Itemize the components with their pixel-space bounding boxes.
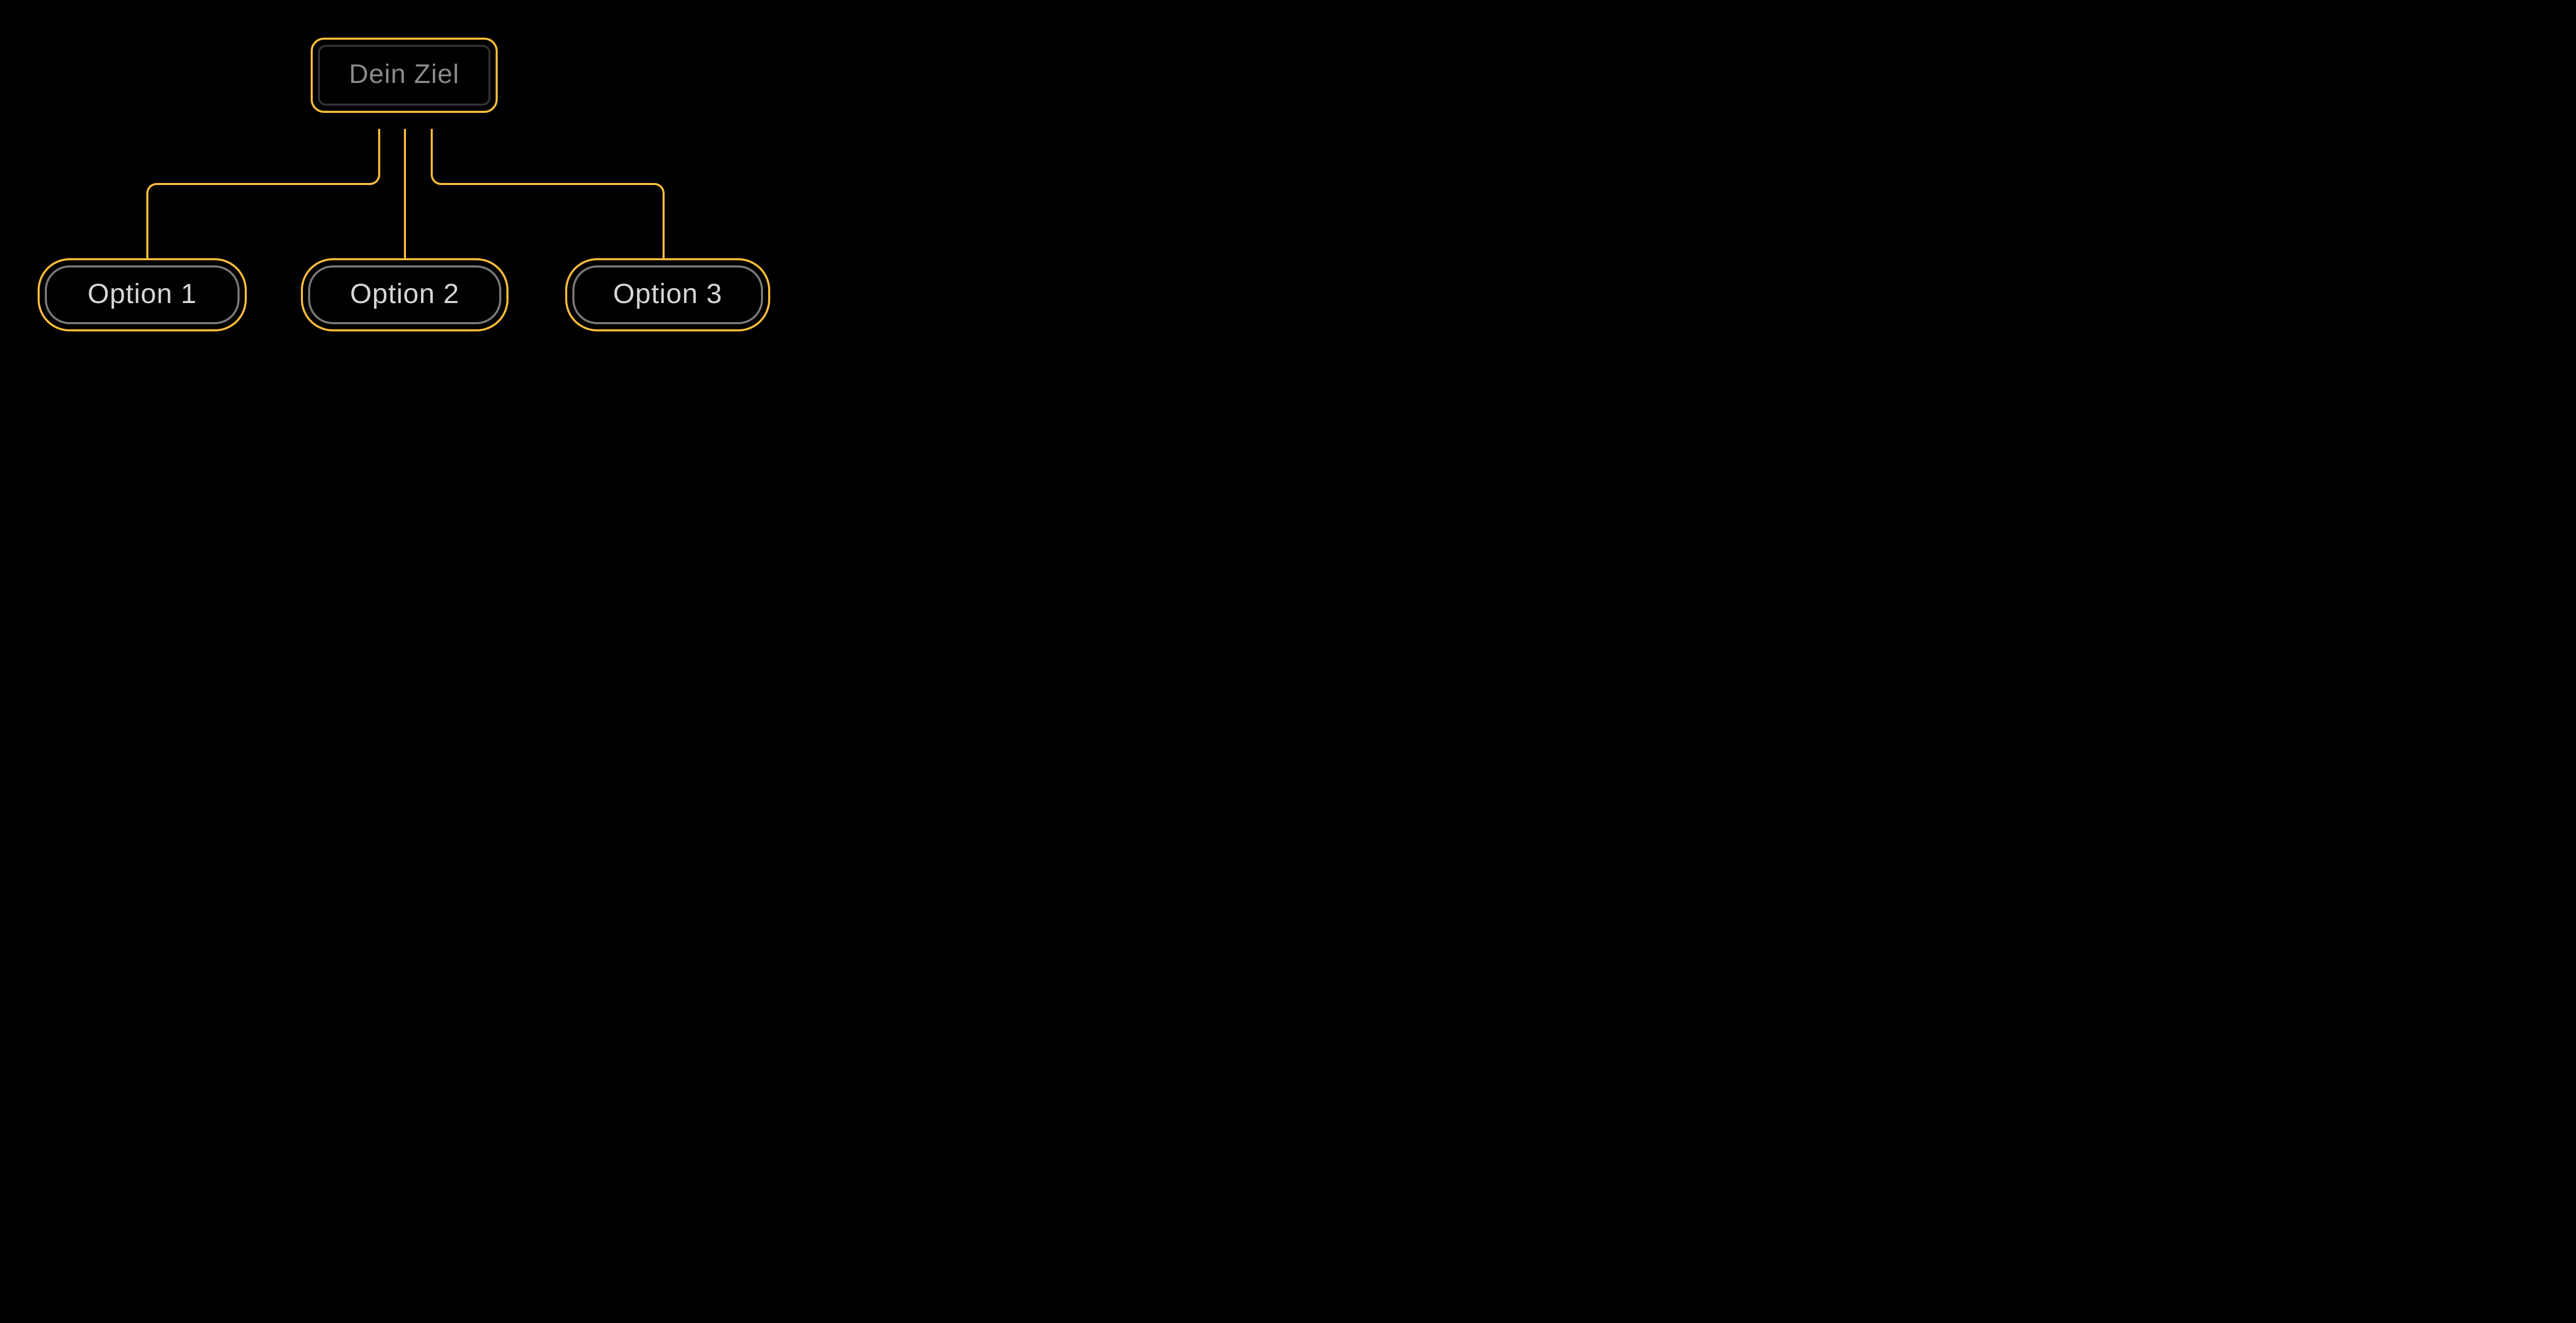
connector-middle-line <box>404 129 406 260</box>
option-1-label: Option 1 <box>87 278 197 309</box>
connector-left-elbow-upper <box>207 129 380 185</box>
option-1-inner-frame <box>45 265 240 324</box>
option-3-label: Option 3 <box>613 278 723 309</box>
option-2-label: Option 2 <box>350 278 460 309</box>
root-node-inner-frame <box>318 45 490 106</box>
root-node: Dein Ziel <box>311 38 498 113</box>
option-2-inner-frame <box>308 265 501 324</box>
option-1-node: Option 1 <box>38 258 247 331</box>
connector-right-elbow-upper <box>431 129 604 185</box>
option-2-node: Option 2 <box>301 258 509 331</box>
option-3-node: Option 3 <box>565 258 770 331</box>
root-node-label: Dein Ziel <box>349 59 460 89</box>
connector-left-elbow-lower <box>146 183 207 260</box>
diagram-canvas: Dein Ziel Option 1 Option 2 Option 3 <box>0 0 808 371</box>
option-3-inner-frame <box>572 265 763 324</box>
connector-right-elbow-lower <box>604 183 665 260</box>
